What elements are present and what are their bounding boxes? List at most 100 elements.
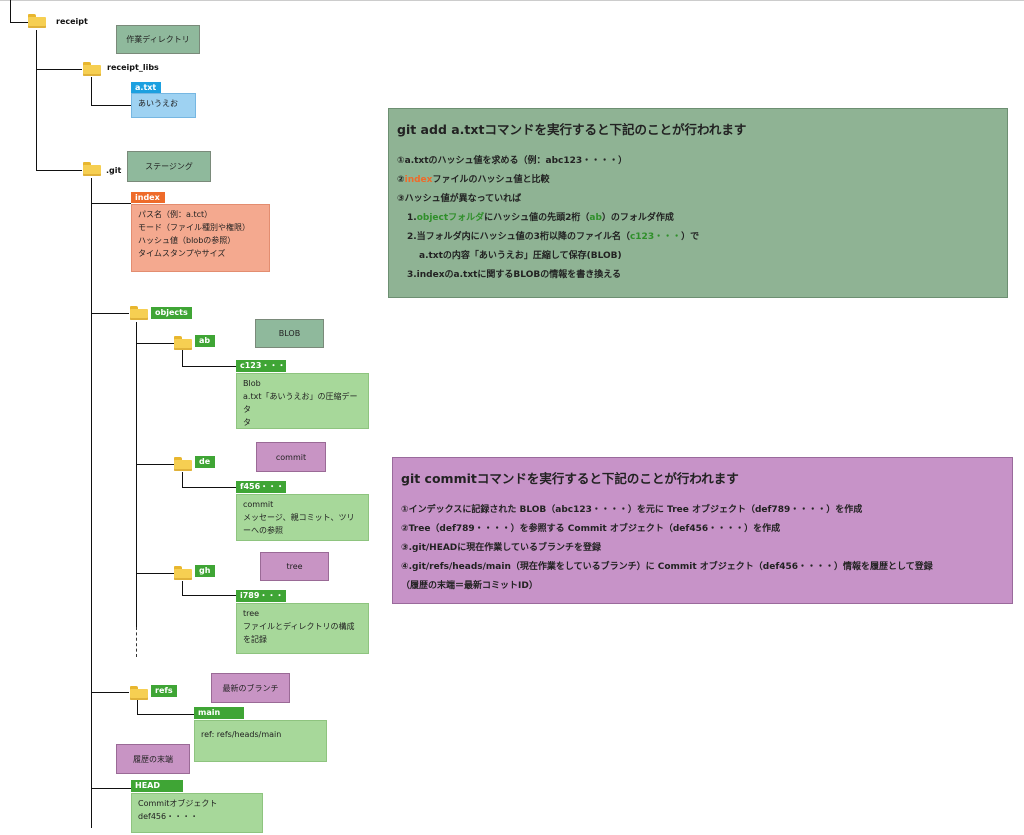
- folder-icon: [174, 457, 192, 471]
- git-commit-step-3: ③.git/HEADに現在作業しているブランチを登録: [401, 543, 602, 553]
- substep-1-number: 1.: [407, 213, 417, 223]
- folder-icon: [83, 162, 101, 176]
- gh-file-line: tree: [243, 609, 260, 618]
- substep-1-tail: ）のフォルダ作成: [601, 213, 674, 223]
- ab-folder-tag: ab: [195, 335, 215, 347]
- receipt-libs-branch-line: [36, 69, 82, 70]
- git-add-substep-3: 3.indexのa.txtに関するBLOBの情報を書き換える: [407, 270, 621, 280]
- gh-folder-tag: gh: [195, 565, 215, 577]
- objects-branch-line: [91, 313, 129, 314]
- git-commit-step-4-note: （履歴の末端＝最新コミットID）: [401, 581, 538, 591]
- ab-file-box: Blob a.txt「あいうえお」の圧縮データ タ: [236, 373, 369, 429]
- folder-icon: [130, 306, 148, 320]
- ab-file-line-extra: タ: [243, 418, 251, 427]
- index-branch-line: [91, 203, 131, 204]
- workdir-callout: 作業ディレクトリ: [116, 25, 200, 54]
- git-commit-step-4: ④.git/refs/heads/main（現在作業をしているブランチ）に Co…: [401, 562, 933, 572]
- step-2-text: ファイルのハッシュ値と比較: [432, 175, 550, 185]
- git-trunk-line: [91, 178, 92, 828]
- gh-file-line: ファイルとディレクトリの構成を記録: [243, 622, 355, 644]
- objects-folder-highlight: objectフォルダ: [416, 213, 485, 223]
- de-file-line: メッセージ、親コミット、ツリーへの参照: [243, 513, 355, 535]
- git-commit-step-2: ②Tree（def789・・・・）を参照する Commit オブジェクト（def…: [401, 524, 781, 534]
- de-branch-line: [136, 464, 174, 465]
- objects-trunk-line: [136, 322, 137, 627]
- head-box: Commitオブジェクト def456・・・・: [131, 793, 263, 833]
- de-file-line: commit: [243, 500, 274, 509]
- git-commit-step-1: ①インデックスに記録された BLOB（abc123・・・・）を元に Tree オ…: [401, 505, 863, 515]
- folder-icon: [174, 336, 192, 350]
- de-folder-tag: de: [195, 456, 215, 468]
- tree-callout: tree: [260, 552, 329, 581]
- staging-callout: ステージング: [127, 151, 211, 182]
- index-line: モード（ファイル種別や権限）: [138, 223, 250, 232]
- de-trunk-line: [182, 472, 183, 487]
- index-line: パス名（例：a.tct）: [138, 210, 213, 219]
- git-add-step-1: ①a.txtのハッシュ値を求める（例：abc123・・・・）: [397, 156, 628, 166]
- head-line: def456・・・・: [138, 812, 199, 821]
- a-txt-branch-line: [91, 105, 135, 106]
- gh-file-line: [182, 595, 238, 596]
- git-add-substep-1: 1.objectフォルダにハッシュ値の先頭2桁（ab）のフォルダ作成: [397, 209, 999, 228]
- substep-2-text: 2.当フォルダ内にハッシュ値の3桁以降のファイル名（: [407, 232, 630, 242]
- main-tag: main: [194, 707, 244, 719]
- objects-continuation-dashes: [136, 627, 137, 657]
- index-line: ハッシュ値（blobの参照）: [138, 236, 236, 245]
- main-ref-line: ref: refs/heads/main: [201, 730, 282, 739]
- objects-tag: objects: [151, 307, 192, 319]
- index-line: タイムスタンプやサイズ: [138, 249, 226, 258]
- git-folder-label: .git: [106, 166, 122, 175]
- main-box: ref: refs/heads/main: [194, 720, 327, 762]
- blob-callout: BLOB: [255, 319, 324, 348]
- ab-branch-line: [136, 343, 174, 344]
- de-file-tag: f456・・・・: [236, 481, 292, 493]
- a-txt-content-box: あいうえお: [131, 93, 196, 118]
- folder-icon: [174, 566, 192, 580]
- c123-highlight: c123・・・: [629, 232, 682, 242]
- index-highlight: index: [404, 175, 433, 185]
- gh-file-box: tree ファイルとディレクトリの構成を記録: [236, 603, 369, 654]
- refs-folder-tag: refs: [151, 685, 177, 697]
- folder-icon: [83, 62, 101, 76]
- top-border-line: [0, 0, 1024, 1]
- refs-branch-line: [91, 692, 129, 693]
- ab-file-line: Blob: [243, 379, 261, 388]
- a-txt-content: あいうえお: [138, 99, 178, 108]
- step-2-number: ②: [397, 175, 405, 185]
- git-commit-title: git commitコマンドを実行すると下記のことが行われます: [401, 471, 739, 486]
- latest-branch-callout: 最新のブランチ: [211, 673, 290, 703]
- main-branch-line: [137, 714, 195, 715]
- substep-2-tail: ）で: [681, 232, 700, 242]
- a-txt-tag: a.txt: [131, 82, 161, 93]
- index-box: パス名（例：a.tct） モード（ファイル種別や権限） ハッシュ値（blobの参…: [131, 204, 270, 272]
- git-add-substep-2-cont: a.txtの内容「あいうえお」圧縮して保存(BLOB): [419, 251, 622, 261]
- de-file-box: commit メッセージ、親コミット、ツリーへの参照: [236, 494, 369, 541]
- history-end-callout: 履歴の末端: [116, 744, 190, 774]
- git-add-step-3: ③ハッシュ値が異なっていれば: [397, 194, 522, 204]
- receipt-folder-label: receipt: [56, 17, 88, 26]
- receipt-libs-folder-label: receipt_libs: [107, 63, 159, 72]
- root-connector-line: [10, 0, 11, 22]
- root-connector-line: [10, 22, 28, 23]
- head-tag: HEAD: [131, 780, 183, 792]
- receipt-libs-trunk-line: [91, 77, 92, 105]
- receipt-trunk-line: [36, 30, 37, 170]
- head-line: Commitオブジェクト: [138, 799, 218, 808]
- head-branch-line: [91, 788, 131, 789]
- commit-callout: commit: [256, 442, 326, 472]
- substep-1-text: にハッシュ値の先頭2桁（: [484, 213, 590, 223]
- git-add-panel: git add a.txtコマンドを実行すると下記のことが行われます ①a.tx…: [388, 108, 1008, 298]
- gh-trunk-line: [182, 581, 183, 595]
- ab-file-line: [182, 366, 238, 367]
- git-add-title: git add a.txtコマンドを実行すると下記のことが行われます: [397, 122, 747, 137]
- git-commit-panel: git commitコマンドを実行すると下記のことが行われます ①インデックスに…: [392, 457, 1013, 604]
- gh-file-tag: i789・・・・: [236, 590, 291, 602]
- ab-file-tag: c123・・・・: [236, 360, 293, 372]
- gh-branch-line: [136, 573, 174, 574]
- folder-icon: [130, 686, 148, 700]
- refs-trunk-line: [137, 700, 138, 714]
- ab-highlight: ab: [589, 213, 602, 223]
- ab-file-line: a.txt「あいうえお」の圧縮データ: [243, 392, 358, 414]
- git-add-step-2: ②indexファイルのハッシュ値と比較: [397, 171, 999, 190]
- de-file-line: [182, 487, 238, 488]
